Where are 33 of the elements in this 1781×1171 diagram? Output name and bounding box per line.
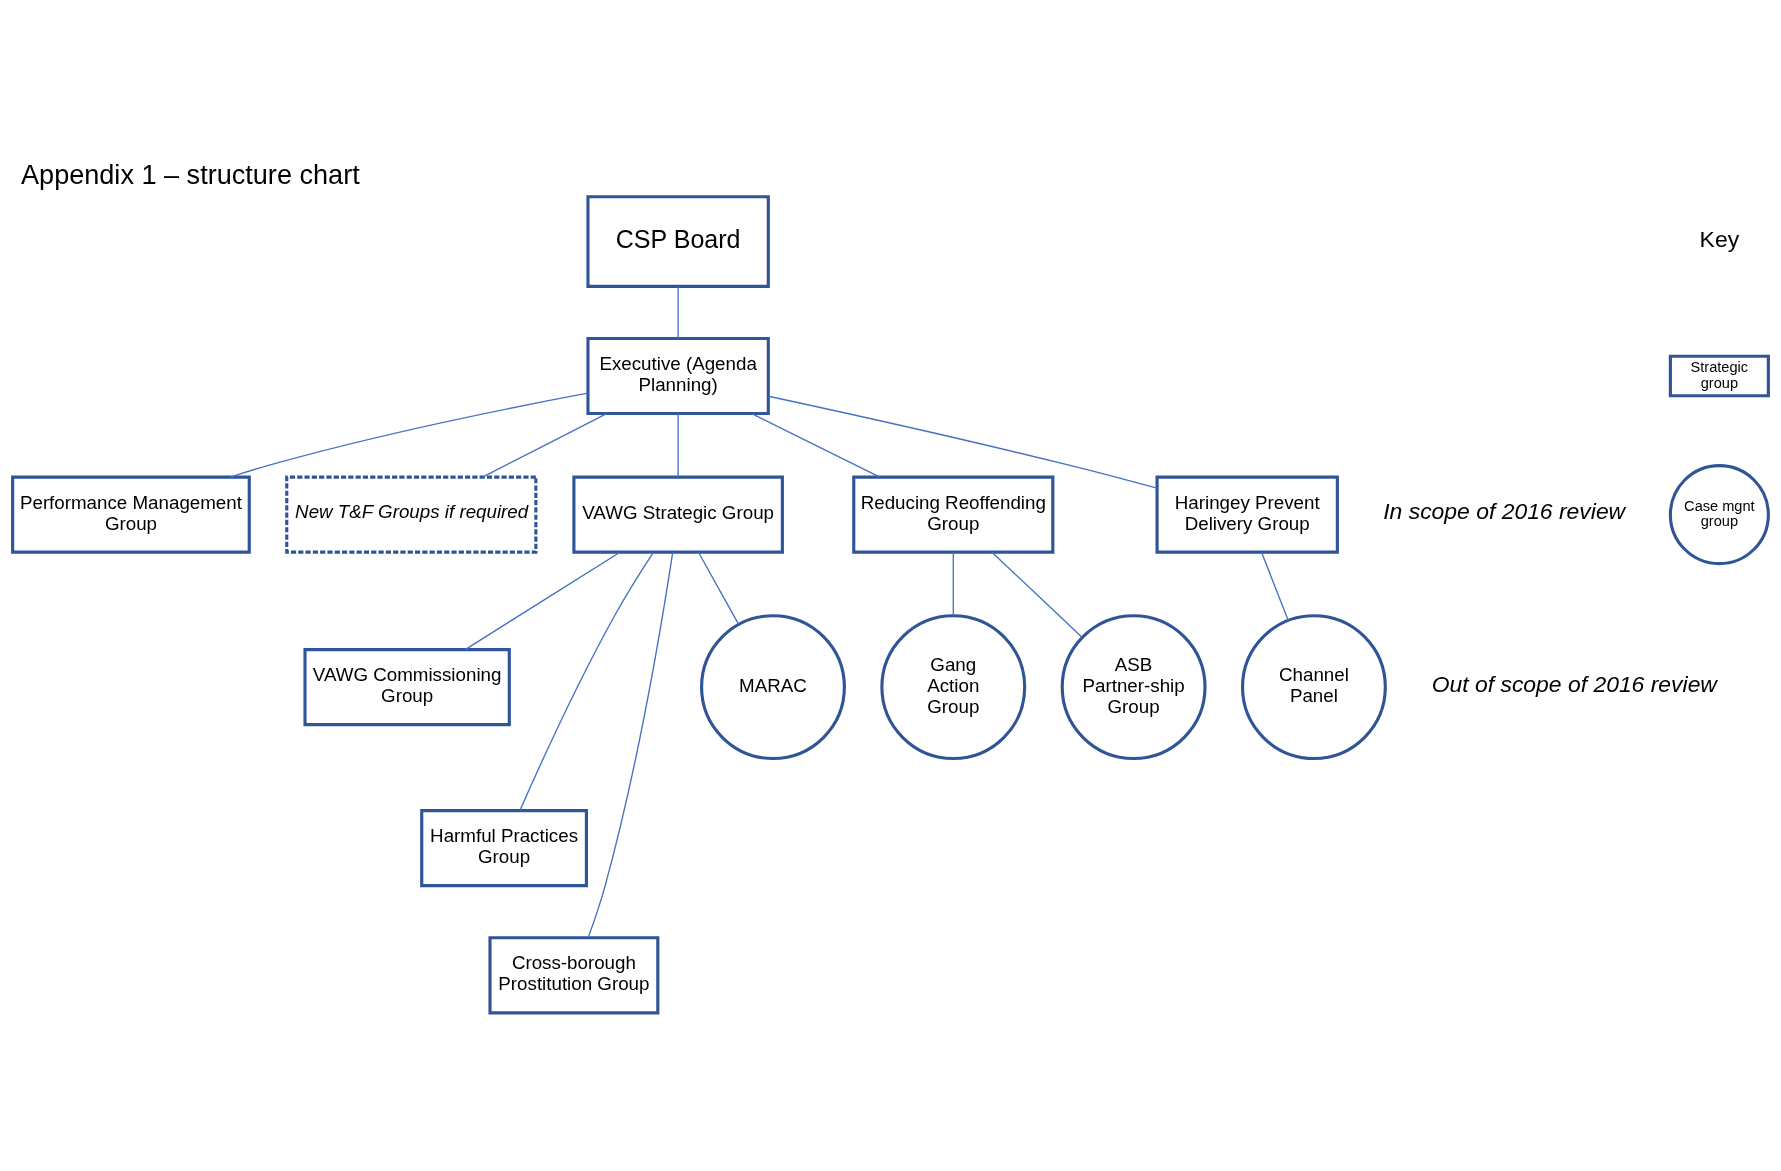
node-circle: Gang Action Group	[880, 614, 1027, 761]
node-box: New T&F Groups if required	[285, 475, 538, 554]
node-box: VAWG Commissioning Group	[303, 648, 511, 727]
connector	[1260, 551, 1289, 622]
connector	[991, 551, 1083, 638]
connector	[677, 412, 679, 478]
node-box: CSP Board	[586, 195, 770, 288]
node-box: Performance Management Group	[11, 475, 251, 554]
connector	[482, 412, 608, 478]
legend-label: Case mgnt group	[1684, 497, 1755, 530]
label: Key	[1699, 226, 1740, 253]
diagram-title: Appendix 1 – structure chart	[21, 159, 360, 191]
node-box: Harmful Practices Group	[420, 809, 588, 888]
connector	[952, 551, 954, 617]
connector	[519, 551, 654, 812]
connector	[697, 551, 740, 626]
connector	[229, 392, 589, 478]
node-box: Haringey Prevent Delivery Group	[1155, 475, 1339, 554]
node-box: Reducing Reoffending Group	[852, 475, 1055, 554]
node-circle: ASB Partner-ship Group	[1060, 614, 1207, 761]
node-box: VAWG Strategic Group	[572, 475, 784, 554]
connector	[587, 551, 674, 939]
label: Out of scope of 2016 review	[1431, 670, 1717, 697]
node-box: Cross-borough Prostitution Group	[488, 936, 660, 1015]
connector	[464, 551, 621, 651]
connector	[751, 412, 881, 478]
node-box: Executive (Agenda Planning)	[586, 336, 770, 416]
connector	[677, 286, 679, 339]
node-circle: MARAC	[700, 614, 846, 761]
node-circle: Channel Panel	[1240, 614, 1387, 761]
label: In scope of 2016 review	[1383, 498, 1626, 525]
legend-label: Strategic group	[1690, 359, 1749, 391]
connector	[767, 395, 1158, 489]
